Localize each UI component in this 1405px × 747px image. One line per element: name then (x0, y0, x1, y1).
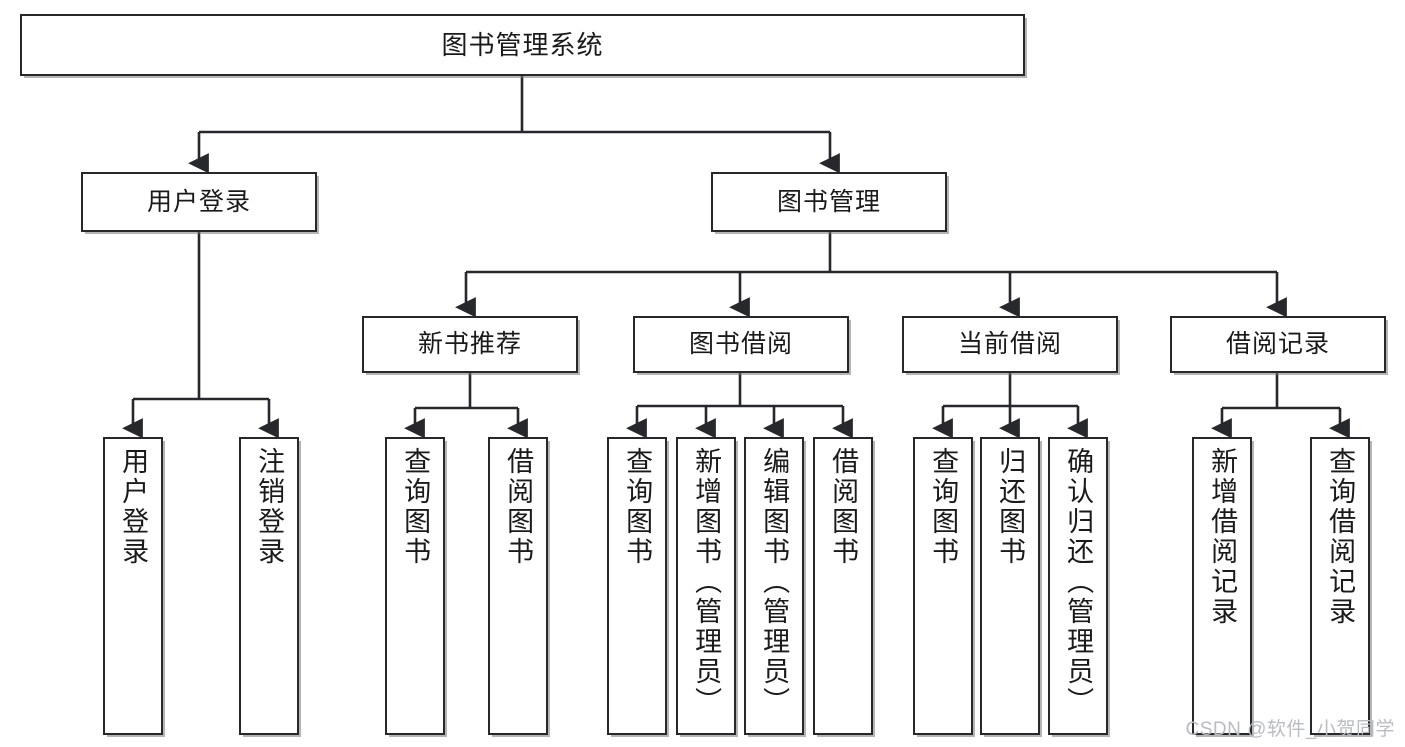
node-book-management[interactable]: 图书管理 (711, 172, 947, 232)
leaf-return-book[interactable]: 归还图书 (980, 437, 1040, 735)
node-user-login[interactable]: 用户登录 (81, 172, 317, 232)
node-label: 归还图书 (995, 447, 1026, 567)
node-label: 编辑图书（管理员） (759, 447, 790, 717)
node-current-borrow[interactable]: 当前借阅 (902, 316, 1118, 373)
leaf-user-login[interactable]: 用户登录 (103, 437, 163, 735)
node-label: 用户登录 (146, 187, 251, 216)
csdn-watermark: CSDN @软件_小贺同学 (1185, 719, 1395, 740)
node-new-book-recommend[interactable]: 新书推荐 (362, 316, 578, 373)
node-book-borrow[interactable]: 图书借阅 (633, 316, 849, 373)
node-label: 用户登录 (118, 447, 149, 567)
node-label: 查询图书 (622, 447, 653, 567)
node-label: 注销登录 (254, 447, 285, 567)
node-label: 新增图书（管理员） (691, 447, 722, 717)
leaf-query-borrow-record[interactable]: 查询借阅记录 (1310, 437, 1370, 735)
node-label: 借阅图书 (828, 447, 859, 567)
node-label: 新增借阅记录 (1207, 447, 1238, 627)
node-label: 当前借阅 (957, 330, 1062, 358)
node-label: 查询图书 (928, 447, 959, 567)
node-label: 图书借阅 (688, 330, 793, 358)
leaf-borrow-book[interactable]: 借阅图书 (813, 437, 873, 735)
leaf-edit-book-admin[interactable]: 编辑图书（管理员） (744, 437, 804, 735)
node-root-system[interactable]: 图书管理系统 (20, 14, 1025, 76)
node-label: 借阅记录 (1225, 330, 1330, 358)
leaf-add-book-admin[interactable]: 新增图书（管理员） (676, 437, 736, 735)
node-label: 借阅图书 (503, 447, 534, 567)
leaf-query-book-borrow[interactable]: 查询图书 (607, 437, 667, 735)
leaf-add-borrow-record[interactable]: 新增借阅记录 (1192, 437, 1252, 735)
node-label: 查询借阅记录 (1325, 447, 1356, 627)
leaf-query-book-recommend[interactable]: 查询图书 (385, 437, 445, 735)
node-label: 确认归还（管理员） (1063, 447, 1094, 717)
leaf-user-logout[interactable]: 注销登录 (239, 437, 299, 735)
node-label: 图书管理 (776, 187, 881, 216)
leaf-borrow-book-recommend[interactable]: 借阅图书 (488, 437, 548, 735)
node-borrow-record[interactable]: 借阅记录 (1170, 316, 1386, 373)
leaf-confirm-return-admin[interactable]: 确认归还（管理员） (1048, 437, 1108, 735)
node-label: 新书推荐 (417, 330, 522, 358)
node-label: 图书管理系统 (441, 30, 604, 60)
node-label: 查询图书 (400, 447, 431, 567)
leaf-query-book-current[interactable]: 查询图书 (913, 437, 973, 735)
